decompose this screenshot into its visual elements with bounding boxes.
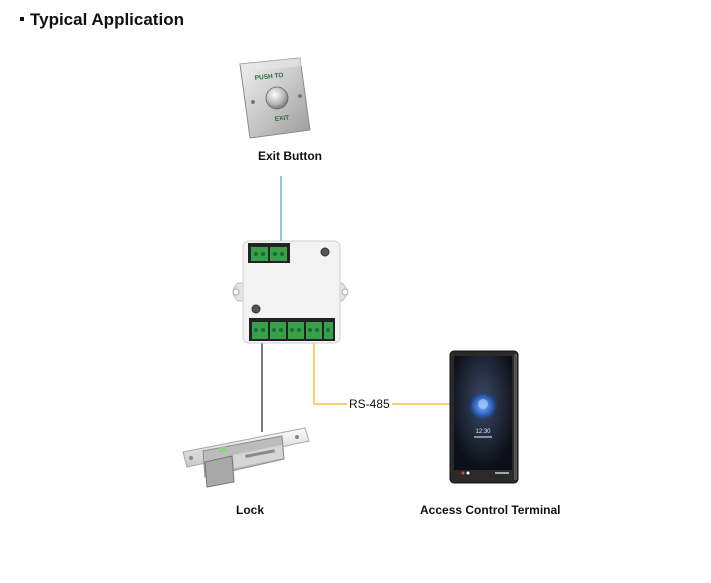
terminal-screen-time: 12:30 — [475, 429, 491, 435]
access-control-terminal-device: 12:30 — [449, 350, 519, 484]
section-heading-text: Typical Application — [30, 10, 184, 29]
exit-button-bottom-text: EXIT — [274, 115, 289, 123]
rs485-wire — [313, 343, 452, 405]
bullet-icon — [20, 16, 24, 21]
lock-label: Lock — [236, 503, 265, 517]
controller-module — [232, 240, 349, 344]
rs485-label: RS-485 — [347, 397, 392, 411]
exit-button-top-text: PUSH TO — [254, 72, 283, 82]
exit-button-device: PUSH TO EXIT — [239, 57, 311, 139]
lock-device — [182, 427, 310, 488]
exit-button-label: Exit Button — [258, 149, 322, 163]
section-heading: Typical Application — [20, 10, 184, 30]
access-control-terminal-label: Access Control Terminal — [420, 503, 561, 517]
